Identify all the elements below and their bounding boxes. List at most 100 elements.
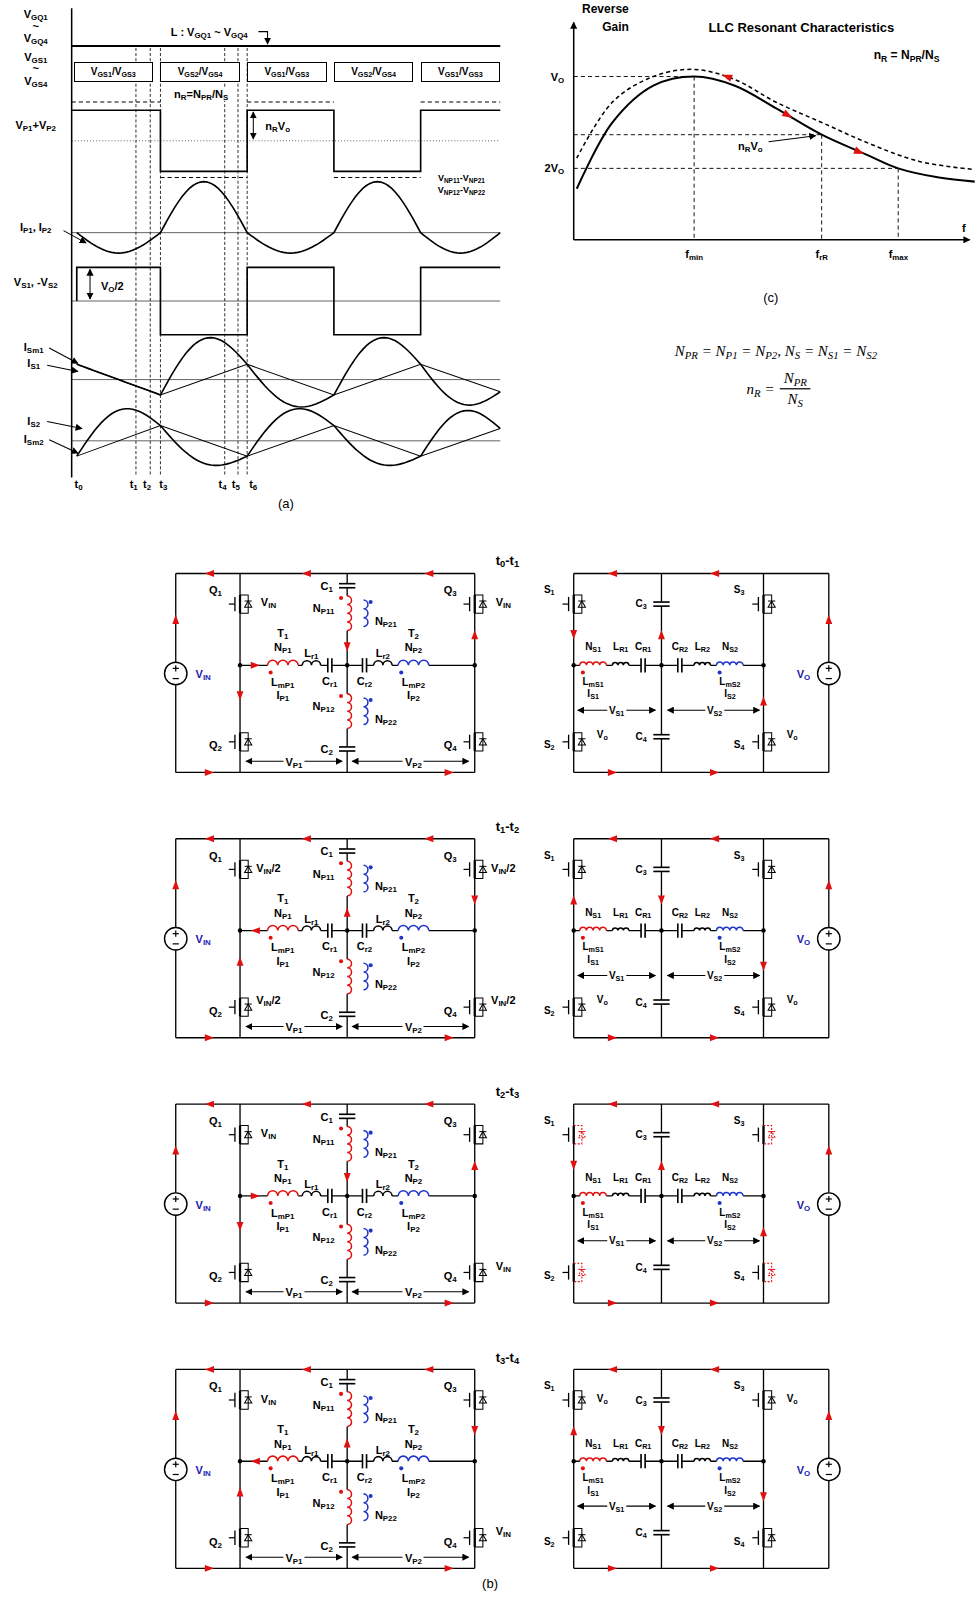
text-part: N bbox=[716, 344, 726, 360]
subscript: r1 bbox=[311, 1449, 318, 1458]
text-part: T bbox=[277, 892, 284, 904]
text-part: L bbox=[582, 942, 588, 953]
body-diode-lead bbox=[764, 1263, 772, 1281]
text-part: t bbox=[496, 1084, 500, 1099]
text-part: S bbox=[734, 1270, 741, 1281]
text-part: L bbox=[171, 25, 178, 37]
component-label: LmS1 bbox=[582, 1473, 603, 1485]
text-part: I bbox=[587, 1219, 590, 1230]
voltage-source bbox=[818, 928, 840, 950]
current-arrow bbox=[344, 642, 351, 651]
text-part: N bbox=[722, 1172, 729, 1183]
text-part: ( bbox=[482, 1576, 486, 1591]
component-label: VP2 bbox=[403, 755, 424, 768]
signal-label: ~ bbox=[33, 62, 39, 75]
leader-arrow bbox=[49, 348, 78, 363]
current-arrow bbox=[302, 1101, 311, 1108]
text-part: t bbox=[510, 553, 514, 568]
current-arrow bbox=[608, 835, 617, 842]
leader-arrow bbox=[64, 231, 86, 243]
signal-label: t0 bbox=[75, 478, 83, 491]
text-part: I bbox=[20, 220, 23, 232]
text-part: C bbox=[321, 1539, 329, 1551]
winding-symbol bbox=[364, 1131, 368, 1158]
text-part: N bbox=[375, 614, 383, 626]
wire-gap bbox=[398, 929, 429, 932]
zero-line bbox=[72, 232, 501, 233]
subscript: P2 bbox=[412, 1026, 422, 1035]
subscript: IN bbox=[268, 601, 276, 610]
leader-arrow bbox=[47, 365, 78, 371]
subscript: S bbox=[223, 93, 228, 102]
component-label: VIN bbox=[496, 596, 511, 609]
current-arrow bbox=[251, 927, 260, 934]
body-diode-bar bbox=[245, 1131, 252, 1132]
capacitor-plate bbox=[366, 923, 368, 937]
subscript: 1 bbox=[514, 560, 519, 570]
polarity-dot bbox=[238, 663, 242, 667]
text-part: C bbox=[635, 1262, 642, 1273]
polarity-dot bbox=[269, 1201, 273, 1205]
component-label: CR2 bbox=[672, 1172, 688, 1184]
capacitor-plate bbox=[339, 1281, 355, 1283]
subscript: S1 bbox=[616, 1505, 625, 1514]
gate-lead bbox=[562, 1399, 568, 1400]
signal-label: VP1+VP2 bbox=[15, 118, 55, 131]
signal-label: VO/2 bbox=[101, 280, 124, 293]
component-label: IP1 bbox=[276, 1220, 289, 1233]
text-part: t bbox=[510, 1349, 514, 1364]
text-part: = bbox=[187, 88, 193, 100]
zero-line bbox=[72, 301, 501, 302]
text-part: ) bbox=[774, 290, 778, 305]
text-part: t bbox=[496, 553, 500, 568]
polarity-dot bbox=[369, 1494, 373, 1498]
subscript: 1 bbox=[217, 1120, 221, 1129]
text-part: C bbox=[635, 864, 642, 875]
text-part: V bbox=[196, 667, 203, 679]
current-arrow bbox=[608, 570, 617, 577]
capacitor-plate bbox=[653, 1269, 669, 1271]
text-part: V bbox=[24, 8, 31, 20]
polarity-dot bbox=[345, 1194, 349, 1198]
subscript: 4 bbox=[643, 735, 647, 744]
wire bbox=[176, 772, 475, 773]
component-label: NP21 bbox=[375, 614, 397, 627]
component-label: S3 bbox=[734, 584, 745, 596]
polarity-dot bbox=[238, 1194, 242, 1198]
subscript: 2 bbox=[328, 748, 332, 757]
mosfet-channel bbox=[762, 1391, 764, 1409]
wire bbox=[573, 839, 574, 1038]
subscript: 2 bbox=[217, 744, 221, 753]
current-arrow bbox=[570, 895, 577, 904]
subscript: 3 bbox=[452, 589, 456, 598]
text-part: n bbox=[874, 48, 881, 62]
subscript: 2 bbox=[415, 1163, 419, 1172]
component-label: LmP2 bbox=[402, 1206, 425, 1219]
subscript: GQ1 bbox=[194, 31, 211, 40]
inductor-symbol bbox=[398, 1456, 429, 1461]
component-label: Cr1 bbox=[322, 1471, 337, 1484]
body-diode bbox=[479, 1269, 486, 1275]
component-label: VP1 bbox=[284, 1552, 305, 1565]
text-part: V bbox=[551, 162, 558, 174]
plus-sign bbox=[175, 1196, 176, 1202]
body-diode bbox=[768, 1269, 775, 1275]
component-label: S4 bbox=[734, 740, 745, 752]
body-diode bbox=[578, 1535, 585, 1541]
text-part: I bbox=[27, 357, 30, 369]
body-diode-bar bbox=[479, 1534, 486, 1535]
text-part: C bbox=[635, 1438, 642, 1449]
subscript: P2 bbox=[410, 694, 420, 703]
text-part: N bbox=[405, 641, 413, 653]
component-label: Lr2 bbox=[376, 912, 390, 925]
leader-arrow bbox=[49, 440, 78, 453]
component-label: LmS2 bbox=[719, 676, 740, 688]
subscript: P1 bbox=[23, 226, 33, 235]
text-part: ) bbox=[289, 496, 293, 511]
subscript: S1 bbox=[590, 1489, 599, 1498]
signal-name: VGS2/VGS4 bbox=[351, 66, 396, 77]
gate-lead bbox=[562, 1537, 568, 1538]
component-label: VIN bbox=[496, 1260, 511, 1273]
subscript: S1 bbox=[592, 1176, 601, 1185]
signal-label: VGS4 bbox=[24, 74, 47, 87]
